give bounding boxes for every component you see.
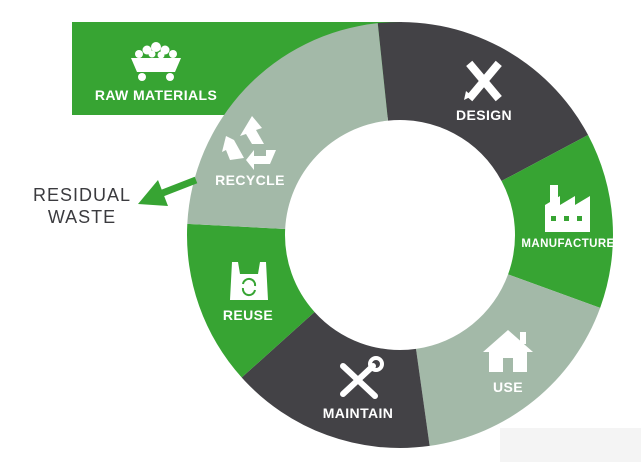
house-icon — [483, 330, 533, 372]
factory-icon — [545, 185, 590, 232]
pencil-ruler-icon — [464, 60, 502, 102]
maintain-label: MAINTAIN — [322, 405, 394, 421]
bag-icon — [230, 262, 268, 300]
residual-waste-label: RESIDUAL WASTE — [33, 184, 131, 228]
residual-waste-line1: RESIDUAL — [32, 185, 132, 205]
corner-panel — [500, 428, 641, 462]
manufacture-label: MANUFACTURE — [521, 238, 615, 250]
use-label: USE — [493, 379, 523, 395]
ring-segment-reuse — [187, 223, 315, 378]
raw-materials-label: RAW MATERIALS — [94, 87, 218, 103]
mine-cart-icon — [131, 42, 181, 81]
residual-waste-line2: WASTE — [47, 207, 117, 227]
design-label: DESIGN — [455, 107, 513, 123]
residual-waste-arrow — [138, 176, 198, 206]
ring-segment-maintain — [241, 311, 430, 448]
ring-segment-design — [377, 22, 589, 182]
ring-segment-recycle — [187, 23, 388, 229]
recycle-icon — [222, 116, 276, 170]
recycle-label: RECYCLE — [215, 172, 285, 188]
lifecycle-ring — [187, 22, 613, 448]
wrench-screwdriver-icon — [340, 356, 384, 399]
reuse-label: REUSE — [222, 307, 274, 323]
